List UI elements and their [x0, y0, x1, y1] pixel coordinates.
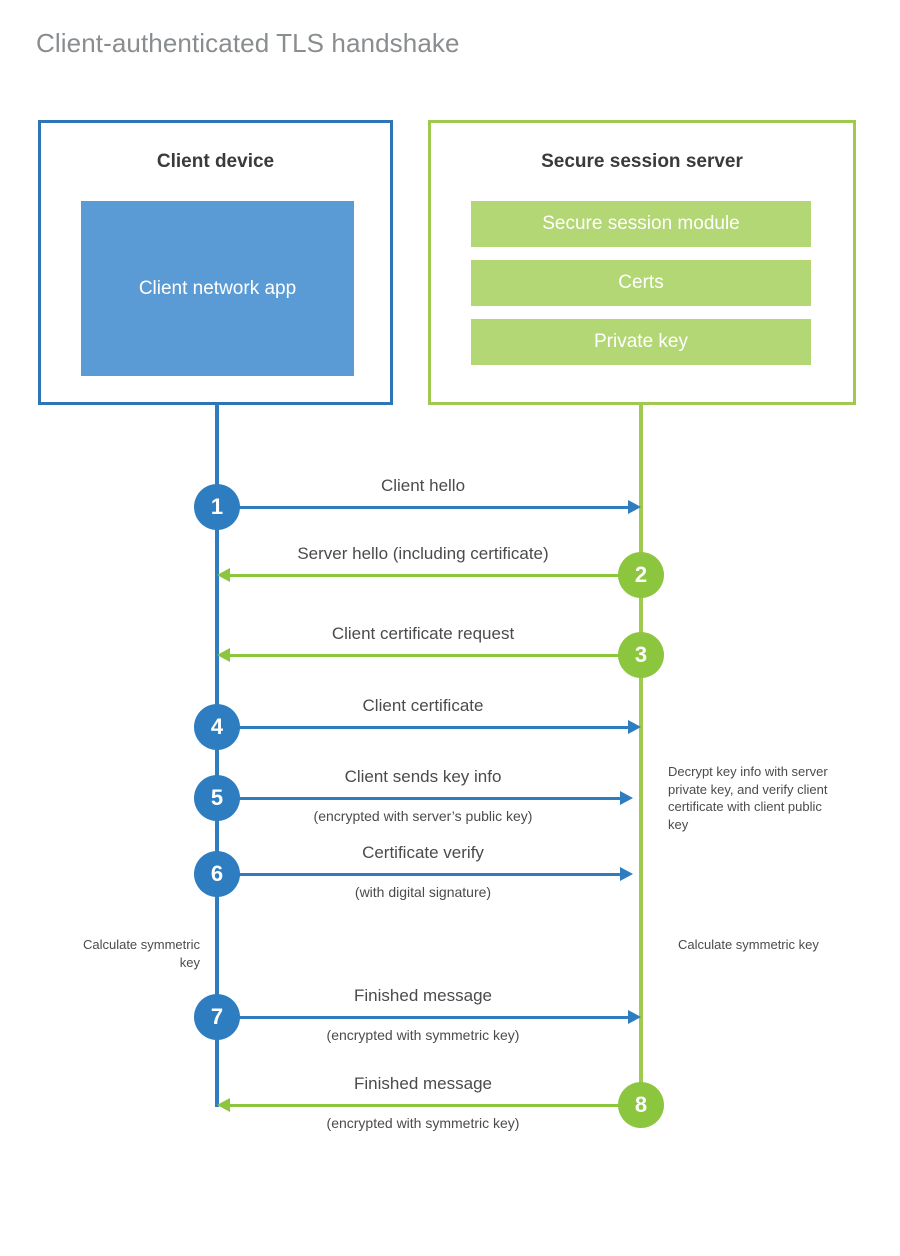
step-6-arrow-shaft [217, 873, 620, 876]
step-1-label: Client hello [380, 476, 466, 495]
step-6-badge: 6 [194, 851, 240, 897]
step-6-label: Certificate verify [362, 843, 484, 862]
step-8-badge: 8 [618, 1082, 664, 1128]
step-7-arrow-head-icon [628, 1010, 641, 1024]
step-7-sublabel: (encrypted with symmetric key) [326, 1027, 520, 1043]
step-6-sublabel: (with digital signature) [354, 884, 492, 900]
step-7-badge: 7 [194, 994, 240, 1040]
client-lifeline [215, 404, 219, 1107]
step-8-sublabel: (encrypted with symmetric key) [326, 1115, 520, 1131]
server-module-private-key: Private key [471, 319, 811, 365]
step-7-arrow-shaft [217, 1016, 628, 1019]
step-5-arrow-shaft [217, 797, 620, 800]
step-1-arrow-shaft [217, 506, 628, 509]
server-calculate-symmetric-key-note: Calculate symmetric key [678, 937, 819, 952]
server-module-certs: Certs [471, 260, 811, 306]
step-1-badge: 1 [194, 484, 240, 530]
step-3-badge: 3 [618, 632, 664, 678]
secure-session-server-title: Secure session server [541, 151, 743, 172]
server-decrypt-note: Decrypt key info with server private key… [668, 764, 828, 832]
step-5-label: Client sends key info [344, 767, 502, 786]
page-title: Client-authenticated TLS handshake [36, 28, 460, 58]
client-device-box: Client device Client network app [38, 120, 393, 405]
step-8-arrow-shaft [230, 1104, 641, 1107]
step-7-label: Finished message [354, 986, 492, 1005]
step-4-label: Client certificate [362, 696, 484, 715]
step-8-arrow-head-icon [217, 1098, 230, 1112]
secure-session-server-box: Secure session server Secure session mod… [428, 120, 856, 405]
server-module-list: Secure session module Certs Private key [471, 201, 811, 365]
step-2-label: Server hello (including certificate) [297, 544, 549, 563]
client-network-app-block: Client network app [81, 201, 354, 376]
step-5-arrow-head-icon [620, 791, 633, 805]
client-device-title: Client device [156, 151, 275, 172]
step-3-label: Client certificate request [331, 624, 515, 643]
step-2-arrow-shaft [230, 574, 641, 577]
client-calculate-symmetric-key-note: Calculate symmetric key [82, 937, 200, 970]
step-4-arrow-head-icon [628, 720, 641, 734]
server-lifeline [639, 404, 643, 1107]
step-2-badge: 2 [618, 552, 664, 598]
step-6-arrow-head-icon [620, 867, 633, 881]
step-5-sublabel: (encrypted with server’s public key) [313, 808, 533, 824]
step-3-arrow-shaft [230, 654, 641, 657]
step-4-badge: 4 [194, 704, 240, 750]
step-1-arrow-head-icon [628, 500, 641, 514]
step-8-label: Finished message [354, 1074, 492, 1093]
step-5-badge: 5 [194, 775, 240, 821]
step-4-arrow-shaft [217, 726, 628, 729]
step-2-arrow-head-icon [217, 568, 230, 582]
step-3-arrow-head-icon [217, 648, 230, 662]
server-module-secure-session-module: Secure session module [471, 201, 811, 247]
